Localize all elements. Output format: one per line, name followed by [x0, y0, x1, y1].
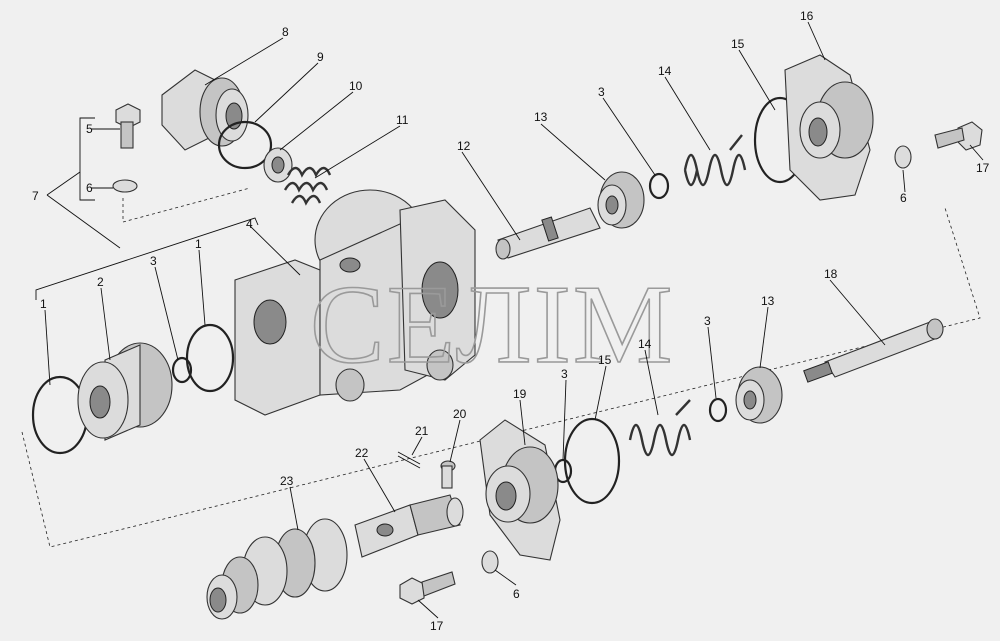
part-19-flange — [479, 419, 561, 561]
part-2-piston — [77, 342, 173, 441]
part-3-ring-c — [708, 397, 728, 423]
part-6-washer-right — [894, 145, 912, 169]
part-1-ring-b — [185, 323, 235, 393]
part-labels: 8 9 10 11 5 6 7 12 13 3 14 15 16 6 17 4 … — [32, 9, 990, 633]
part-10-washer — [263, 147, 293, 183]
label-21: 21 — [415, 424, 429, 438]
part-14-spring-upper — [683, 134, 747, 187]
part-9-ring — [217, 120, 273, 170]
label-6-right: 6 — [900, 191, 907, 205]
label-7: 7 — [32, 189, 39, 203]
label-14-lower: 14 — [638, 337, 652, 351]
watermark: СЕЛІМ — [310, 263, 674, 387]
label-3-lower-right: 3 — [704, 314, 711, 328]
label-3-upper: 3 — [598, 85, 605, 99]
part-15-ring-lower — [563, 417, 621, 505]
part-14-spring-lower — [628, 399, 692, 457]
leader-lines — [44, 21, 984, 619]
label-5: 5 — [86, 122, 93, 136]
bolt-group-outline-dashed — [122, 187, 251, 223]
label-11: 11 — [396, 113, 409, 127]
label-9: 9 — [317, 50, 324, 64]
label-6-bottom: 6 — [513, 587, 520, 601]
label-1-left: 1 — [40, 297, 47, 311]
label-17-lower: 17 — [430, 619, 444, 633]
part-13-cap-lower — [735, 366, 783, 424]
part-22-clevis — [354, 494, 464, 558]
part-17-bolt-lower — [399, 571, 456, 605]
part-13-cap-upper — [597, 171, 645, 229]
group-7-bracket — [79, 117, 95, 201]
part-6-washer-bottom — [481, 550, 499, 574]
part-5-bolt — [115, 103, 141, 149]
label-16: 16 — [800, 9, 814, 23]
label-15-upper: 15 — [731, 37, 745, 51]
part-21-cotter-pin — [397, 451, 421, 469]
part-3-ring-a — [171, 356, 193, 384]
part-3-ring-b — [648, 172, 670, 200]
label-17-upper: 17 — [976, 161, 990, 175]
part-12-shaft — [495, 207, 601, 260]
label-2: 2 — [97, 275, 104, 289]
label-8: 8 — [282, 25, 289, 39]
part-23-boot — [206, 518, 348, 620]
label-15-lower: 15 — [598, 353, 612, 367]
label-10: 10 — [349, 79, 363, 93]
group-bracket-line — [35, 217, 259, 300]
label-13-lower: 13 — [761, 294, 775, 308]
label-23: 23 — [280, 474, 294, 488]
part-6-washer-top — [112, 179, 138, 193]
part-16-flange — [784, 54, 874, 201]
label-20: 20 — [453, 407, 467, 421]
label-13-upper: 13 — [534, 110, 548, 124]
part-17-bolt-upper — [934, 121, 983, 151]
label-3-lower-left: 3 — [561, 367, 568, 381]
label-12: 12 — [457, 139, 471, 153]
part-11-spring — [283, 166, 332, 206]
label-3-left: 3 — [150, 254, 157, 268]
label-18: 18 — [824, 267, 838, 281]
label-19: 19 — [513, 387, 527, 401]
label-14-upper: 14 — [658, 64, 672, 78]
part-18-shaft — [803, 318, 944, 383]
label-1-mid: 1 — [195, 237, 202, 251]
label-4: 4 — [246, 217, 253, 231]
label-6-group: 6 — [86, 181, 93, 195]
label-22: 22 — [355, 446, 369, 460]
part-8-fitting — [161, 69, 249, 151]
part-4-housing — [234, 189, 476, 416]
part-20-pin — [440, 460, 456, 489]
